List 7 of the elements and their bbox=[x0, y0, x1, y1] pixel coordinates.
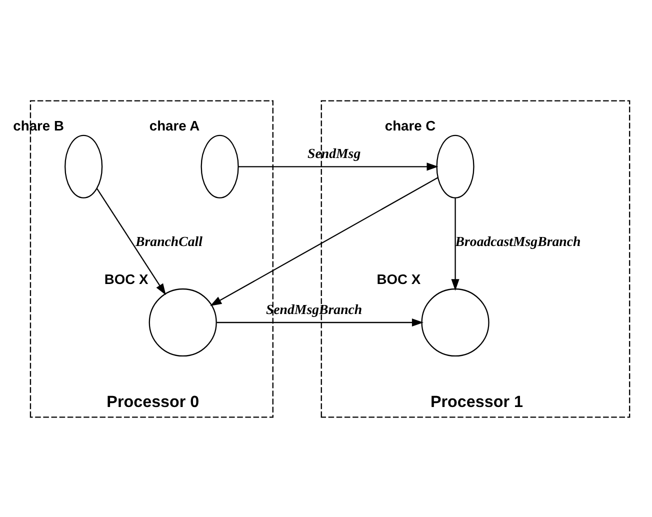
node-label: chare A bbox=[149, 116, 200, 133]
node-label: BOC X bbox=[104, 270, 148, 286]
node-label: BOC X bbox=[376, 270, 421, 286]
edge-label: SendMsg bbox=[308, 146, 361, 161]
edge-label: BranchCall bbox=[136, 233, 202, 248]
node-label: chare C bbox=[384, 116, 436, 133]
node-label: chare B bbox=[13, 116, 64, 133]
